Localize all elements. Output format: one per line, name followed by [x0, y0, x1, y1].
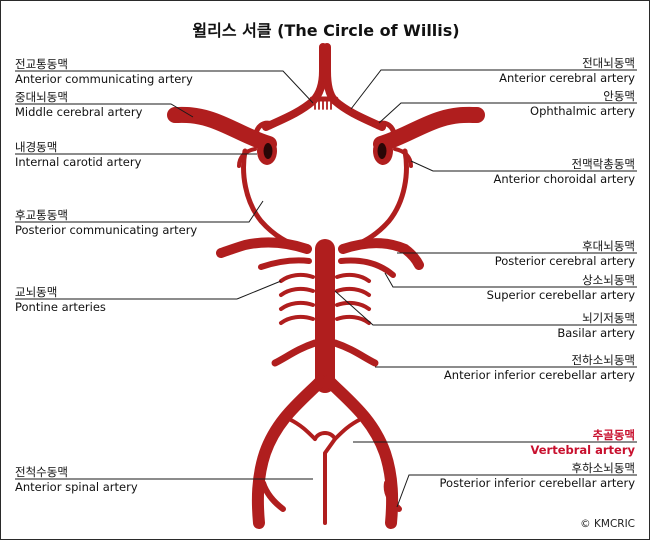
aca-left: [262, 43, 327, 131]
leader-mca: [15, 103, 194, 118]
aica-left: [271, 339, 319, 367]
label-asa: 전척수동맥 Anterior spinal artery: [15, 465, 138, 495]
pontine-1: [279, 272, 371, 283]
label-ophthalmic-en: Ophthalmic artery: [530, 104, 635, 118]
pca-right: [338, 238, 424, 270]
label-acha-ko: 전맥락총동맥: [571, 157, 635, 171]
pca-left: [216, 237, 312, 258]
label-sca-ko: 상소뇌동맥: [582, 273, 635, 287]
label-pca-ko: 후대뇌동맥: [582, 239, 635, 253]
label-pica-en: Posterior inferior cerebellar artery: [439, 476, 635, 490]
label-acha-en: Anterior choroidal artery: [493, 172, 635, 186]
label-asa-ko: 전척수동맥: [15, 465, 68, 479]
leader-sca: [384, 272, 637, 288]
pcom-right: [348, 148, 409, 250]
label-pcom-ko: 후교통동맥: [15, 208, 68, 222]
copyright-notice: © KMCRIC: [580, 518, 635, 530]
sca-right: [338, 257, 396, 278]
label-acom: 전교통동맥 Anterior communicating artery: [15, 57, 193, 87]
label-pca: 후대뇌동맥 Posterior cerebral artery: [495, 239, 635, 269]
label-pcom-en: Posterior communicating artery: [15, 223, 198, 237]
label-aica: 전하소뇌동맥 Anterior inferior cerebellar arte…: [444, 353, 635, 383]
label-sca-en: Superior cerebellar artery: [486, 288, 635, 302]
pica-left: [260, 480, 286, 512]
label-pca-en: Posterior cerebral artery: [494, 254, 635, 268]
label-mca-en: Middle cerebral artery: [15, 105, 143, 119]
label-basilar-ko: 뇌기저동맥: [582, 311, 635, 325]
aica-right: [331, 339, 379, 367]
ophthalmic-left: [253, 120, 275, 139]
pica-right: [383, 480, 402, 512]
leader-acha: [410, 160, 637, 172]
asa-vessel: [313, 431, 337, 525]
leader-lines: [15, 69, 637, 508]
leader-pica: [396, 474, 637, 508]
mca-right: [373, 106, 485, 152]
label-acha: 전맥락총동맥 Anterior choroidal artery: [493, 157, 635, 187]
label-acom-en: Anterior communicating artery: [15, 72, 193, 86]
label-aica-en: Anterior inferior cerebellar artery: [443, 368, 635, 382]
pontine-4: [279, 314, 371, 325]
label-aica-ko: 전하소뇌동맥: [571, 353, 635, 367]
acom-perforators: [314, 98, 332, 110]
pontine-3: [279, 300, 371, 311]
aca-right: [323, 43, 386, 131]
label-pontine: 교뇌동맥 Pontine arteries: [15, 285, 106, 315]
label-pica-ko: 후하소뇌동맥: [571, 461, 635, 475]
asa-roots: [287, 417, 363, 441]
leader-ophthalmic: [378, 102, 637, 124]
artery-drawing: [167, 43, 485, 529]
label-ophthalmic-ko: 안동맥: [603, 89, 635, 103]
label-ica-en: Internal carotid artery: [15, 155, 142, 169]
label-pica: 후하소뇌동맥 Posterior inferior cerebellar art…: [440, 461, 635, 491]
label-pcom: 후교통동맥 Posterior communicating artery: [15, 208, 197, 238]
leader-pontine-fan: [236, 280, 282, 300]
label-vertebral-ko: 추골동맥: [592, 428, 635, 442]
label-vertebral: 추골동맥 Vertebral artery: [530, 428, 635, 458]
label-ophthalmic: 안동맥 Ophthalmic artery: [530, 89, 635, 119]
label-sca: 상소뇌동맥 Superior cerebellar artery: [487, 273, 635, 303]
ophthalmic-right: [375, 120, 397, 139]
ica-left-lumen: [263, 143, 273, 159]
label-aca: 전대뇌동맥 Anterior cerebral artery: [499, 56, 635, 86]
leader-acom: [15, 70, 314, 104]
label-vertebral-en: Vertebral artery: [530, 443, 635, 457]
leader-aca: [350, 69, 637, 110]
label-basilar: 뇌기저동맥 Basilar artery: [557, 311, 635, 341]
label-basilar-en: Basilar artery: [557, 326, 635, 340]
label-mca: 중대뇌동맥 Middle cerebral artery: [15, 90, 142, 120]
pcom-left: [241, 148, 302, 250]
label-pontine-ko: 교뇌동맥: [15, 285, 58, 299]
label-aca-ko: 전대뇌동맥: [582, 56, 635, 70]
leader-basilar: [334, 290, 637, 326]
label-ica-ko: 내경동맥: [15, 140, 58, 154]
label-aca-en: Anterior cerebral artery: [499, 71, 635, 85]
label-asa-en: Anterior spinal artery: [15, 480, 138, 494]
label-ica: 내경동맥 Internal carotid artery: [15, 140, 141, 170]
label-mca-ko: 중대뇌동맥: [15, 90, 68, 104]
label-pontine-en: Pontine arteries: [15, 300, 106, 314]
label-acom-ko: 전교통동맥: [15, 57, 68, 71]
vertebral-left: [251, 375, 327, 529]
leader-pcom: [15, 200, 264, 223]
mca-left: [167, 106, 277, 152]
sca-left: [258, 257, 312, 270]
pontine-2: [279, 286, 371, 297]
diagram-title: 윌리스 서클 (The Circle of Willis): [192, 21, 460, 40]
ica-right-lumen: [377, 143, 387, 159]
vertebral-right: [323, 375, 399, 529]
